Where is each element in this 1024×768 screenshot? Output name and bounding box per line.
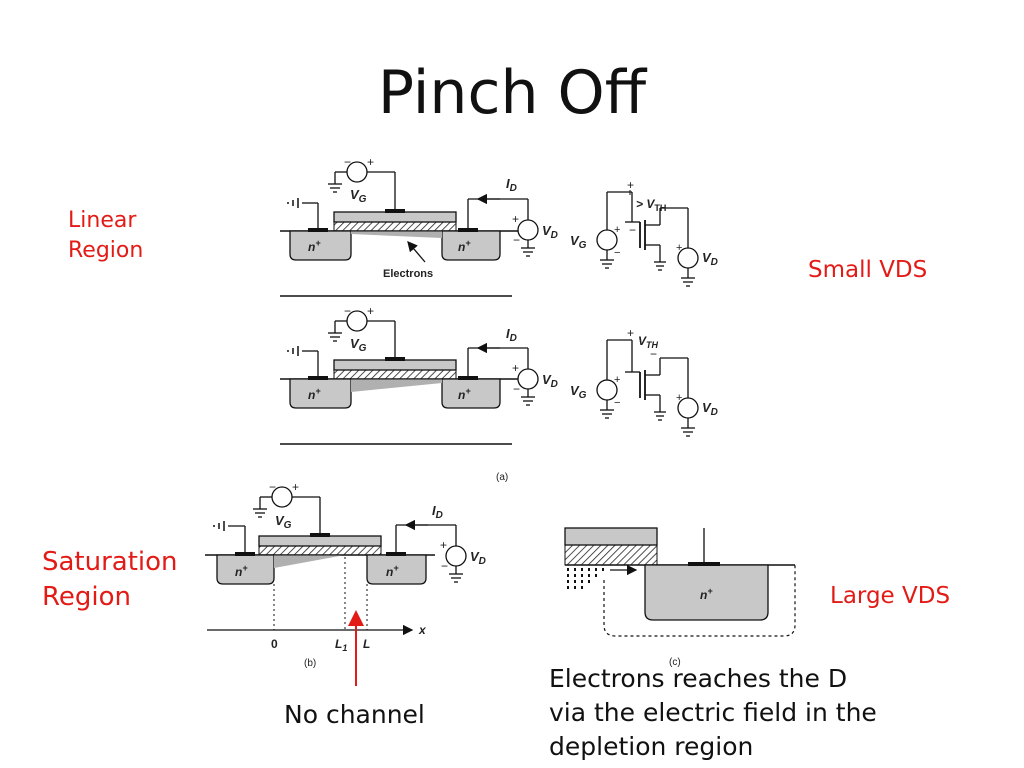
slide-title: Pinch Off — [377, 58, 647, 128]
sch1-vg: VG — [570, 233, 587, 251]
vd2-label: VD — [542, 372, 558, 390]
sch2-vd: VD — [702, 400, 718, 418]
saturation-region-line1: Saturation — [42, 547, 178, 577]
sourceb-nplus: n+ — [235, 563, 248, 579]
sch1-vd-plus: + — [676, 242, 682, 254]
caption-c: (c) — [669, 657, 681, 668]
saturation-region-line2: Region — [42, 582, 132, 612]
device-linear-1: − + VG + − VD ID n+ n+ Electrons — [280, 155, 558, 297]
source-nplus: n+ — [308, 238, 321, 254]
vd-plus: + — [512, 212, 519, 226]
vdb-label: VD — [470, 549, 486, 567]
device-depletion: n+ (c) — [564, 527, 796, 668]
vd-v: V — [542, 223, 552, 238]
tick-l1: L1 — [335, 637, 347, 653]
vgb-plus: + — [292, 480, 299, 494]
sch2-vd-plus: + — [676, 392, 682, 404]
drainb-nplus: n+ — [386, 563, 399, 579]
electrons-note-line3: depletion region — [549, 732, 754, 761]
caption-a: (a) — [496, 472, 508, 483]
sch1-gt-vth: > VTH — [636, 197, 666, 213]
device-saturation: − + VG + − VD ID n+ n+ x 0 L1 L (b) — [205, 480, 486, 669]
nplus-n: n — [458, 240, 465, 254]
sch1-vg-plus: + — [614, 224, 620, 236]
vg-minus: − — [344, 155, 351, 169]
nplus-sup: + — [465, 238, 471, 248]
vg-plus: + — [367, 155, 374, 169]
sch1-minus: − — [629, 223, 636, 237]
gt-vth-sub: TH — [654, 203, 666, 213]
vg2-label: VG — [350, 336, 367, 354]
vd2-plus: + — [512, 361, 519, 375]
id2-label: ID — [506, 326, 517, 344]
sch2-vg-minus: − — [614, 397, 620, 409]
drainc-nplus: n+ — [700, 586, 713, 602]
electrons-label: Electrons — [383, 268, 433, 280]
source2-nplus: n+ — [308, 386, 321, 402]
vg-sub: G — [359, 194, 367, 205]
gt-vth: > V — [636, 197, 655, 211]
schematic-linear-2: + VTH − VG + − + VD — [570, 326, 718, 437]
id-label: ID — [506, 176, 517, 194]
drain-nplus: n+ — [458, 238, 471, 254]
id-sub: D — [510, 183, 517, 194]
nplus-n: n — [308, 240, 315, 254]
linear-region-line2: Region — [68, 238, 144, 263]
vgb-label: VG — [275, 513, 292, 531]
linear-region-line1: Linear — [68, 208, 137, 233]
vd-minus: − — [513, 233, 520, 247]
electrons-note-line1: Electrons reaches the D — [549, 664, 848, 693]
sch1-plus-top: + — [627, 178, 634, 192]
vd-label: VD — [542, 223, 558, 241]
tick-l: L — [363, 637, 370, 651]
sch2-vg-plus: + — [614, 374, 620, 386]
saturation-region-label: Saturation Region — [42, 545, 178, 615]
drain2-nplus: n+ — [458, 386, 471, 402]
vg-label: VG — [350, 187, 367, 205]
electrons-note-line2: via the electric field in the — [549, 698, 877, 727]
sch1-vg-minus: − — [614, 247, 620, 259]
vdb-minus: − — [441, 559, 448, 573]
schematic-linear-1: + > VTH − VG + − + VD — [570, 178, 718, 287]
caption-b: (b) — [304, 658, 316, 669]
id-i: I — [506, 176, 510, 191]
vd2-minus: − — [513, 382, 520, 396]
no-channel-label: No channel — [284, 700, 425, 729]
sch2-plus-top: + — [627, 326, 634, 340]
sch2-vth: VTH — [638, 334, 659, 350]
vg-v: V — [350, 187, 360, 202]
tick-0: 0 — [271, 637, 278, 651]
vgb-minus: − — [269, 480, 276, 494]
sch1-vd: VD — [702, 250, 718, 268]
device-linear-2: − + VG + − VD ID n+ n+ (a) — [280, 304, 558, 483]
sch2-minus: − — [650, 347, 657, 361]
vg2-minus: − — [344, 304, 351, 318]
electrons-note: Electrons reaches the D via the electric… — [549, 662, 919, 764]
vdb-plus: + — [440, 538, 447, 552]
large-vds-label: Large VDS — [830, 583, 951, 609]
nplus-sup: + — [315, 238, 321, 248]
linear-region-label: Linear Region — [68, 206, 143, 266]
axis-x: x — [418, 623, 427, 637]
small-vds-label: Small VDS — [808, 257, 928, 283]
vd-sub: D — [551, 230, 558, 241]
sch2-vg: VG — [570, 383, 587, 401]
idb-label: ID — [432, 503, 443, 521]
vg2-plus: + — [367, 304, 374, 318]
